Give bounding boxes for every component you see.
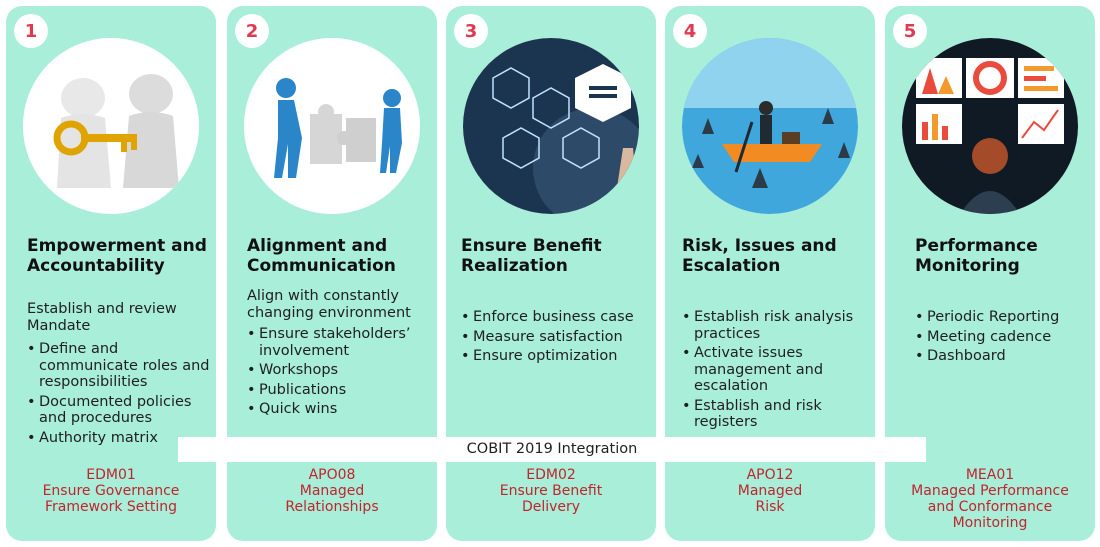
number-badge: 1: [14, 14, 48, 48]
cobit-name-line: Ensure Governance: [42, 483, 180, 499]
list-item: Enforce business case: [461, 309, 645, 326]
list-item: Activate issues management and escalatio…: [682, 345, 866, 395]
list-item: Dashboard: [915, 348, 1099, 365]
cobit-code: APO12 Managed Risk: [665, 467, 875, 515]
list-item: Ensure optimization: [461, 348, 645, 365]
list-item: Publications: [247, 382, 431, 399]
card-title: Alignment and Communication: [247, 236, 396, 276]
card-performance: 5 Performance Monitoring Periodic Report…: [885, 6, 1095, 541]
cobit-code: EDM01 Ensure Governance Framework Settin…: [6, 467, 216, 515]
card-description: Align with constantly changing environme…: [247, 288, 411, 321]
cobit-id: APO08: [308, 467, 356, 483]
list-item: Ensure stakeholders’ involvement: [247, 326, 431, 359]
project-management-image: [463, 38, 639, 214]
list-item: Meeting cadence: [915, 329, 1099, 346]
cobit-id: APO12: [746, 467, 794, 483]
cobit-name-line: Relationships: [285, 499, 379, 515]
card-title: Empowerment and Accountability: [27, 236, 207, 276]
dashboard-monitor-image: [902, 38, 1078, 214]
bullet-list: Periodic Reporting Meeting cadence Dashb…: [915, 309, 1099, 368]
dashboard-monitor-icon: [902, 38, 1078, 214]
list-item: Quick wins: [247, 401, 431, 418]
bullet-list: Establish risk analysis practices Activa…: [682, 309, 866, 434]
key-handover-image: [23, 38, 199, 214]
list-item: Establish risk analysis practices: [682, 309, 866, 342]
boat-sharks-icon: [682, 38, 858, 214]
list-item: Workshops: [247, 362, 431, 379]
cobit-name-line: and Conformance: [927, 499, 1053, 515]
puzzle-team-image: [244, 38, 420, 214]
number-badge: 2: [235, 14, 269, 48]
card-title: Performance Monitoring: [915, 236, 1038, 276]
cobit-name-line: Delivery: [521, 499, 581, 515]
list-item: Documented policies and procedures: [27, 394, 211, 427]
cobit-code: APO08 Managed Relationships: [227, 467, 437, 515]
cobit-id: MEA01: [965, 467, 1015, 483]
cobit-integration-band: COBIT 2019 Integration: [178, 437, 926, 462]
boat-sharks-image: [682, 38, 858, 214]
list-item: Authority matrix: [27, 430, 211, 447]
cobit-name-line: Framework Setting: [44, 499, 178, 515]
bullet-list: Ensure stakeholders’ involvement Worksho…: [247, 326, 431, 421]
card-title: Risk, Issues and Escalation: [682, 236, 837, 276]
card-title: Ensure Benefit Realization: [461, 236, 602, 276]
number-badge: 3: [454, 14, 488, 48]
number-badge: 5: [893, 14, 927, 48]
card-description: Establish and review Mandate: [27, 301, 177, 334]
card-empowerment: 1 Empowerment and Accountability Establi…: [6, 6, 216, 541]
cobit-code: MEA01 Managed Performance and Conformanc…: [885, 467, 1095, 531]
bullet-list: Enforce business case Measure satisfacti…: [461, 309, 645, 368]
cobit-id: EDM01: [86, 467, 136, 483]
cobit-id: EDM02: [526, 467, 576, 483]
key-handover-icon: [23, 38, 199, 214]
cobit-name-line: Monitoring: [952, 515, 1028, 531]
cobit-code: EDM02 Ensure Benefit Delivery: [446, 467, 656, 515]
project-management-icon: [463, 38, 639, 214]
cobit-name-line: Managed Performance: [911, 483, 1069, 499]
list-item: Periodic Reporting: [915, 309, 1099, 326]
list-item: Define and communicate roles and respons…: [27, 341, 211, 391]
puzzle-team-icon: [244, 38, 420, 214]
cobit-name-line: Managed: [737, 483, 803, 499]
list-item: Measure satisfaction: [461, 329, 645, 346]
list-item: Establish and risk registers: [682, 398, 866, 431]
cobit-name-line: Risk: [755, 499, 785, 515]
number-badge: 4: [673, 14, 707, 48]
bullet-list: Define and communicate roles and respons…: [27, 341, 211, 449]
cobit-name-line: Managed: [299, 483, 365, 499]
cobit-name-line: Ensure Benefit: [499, 483, 603, 499]
